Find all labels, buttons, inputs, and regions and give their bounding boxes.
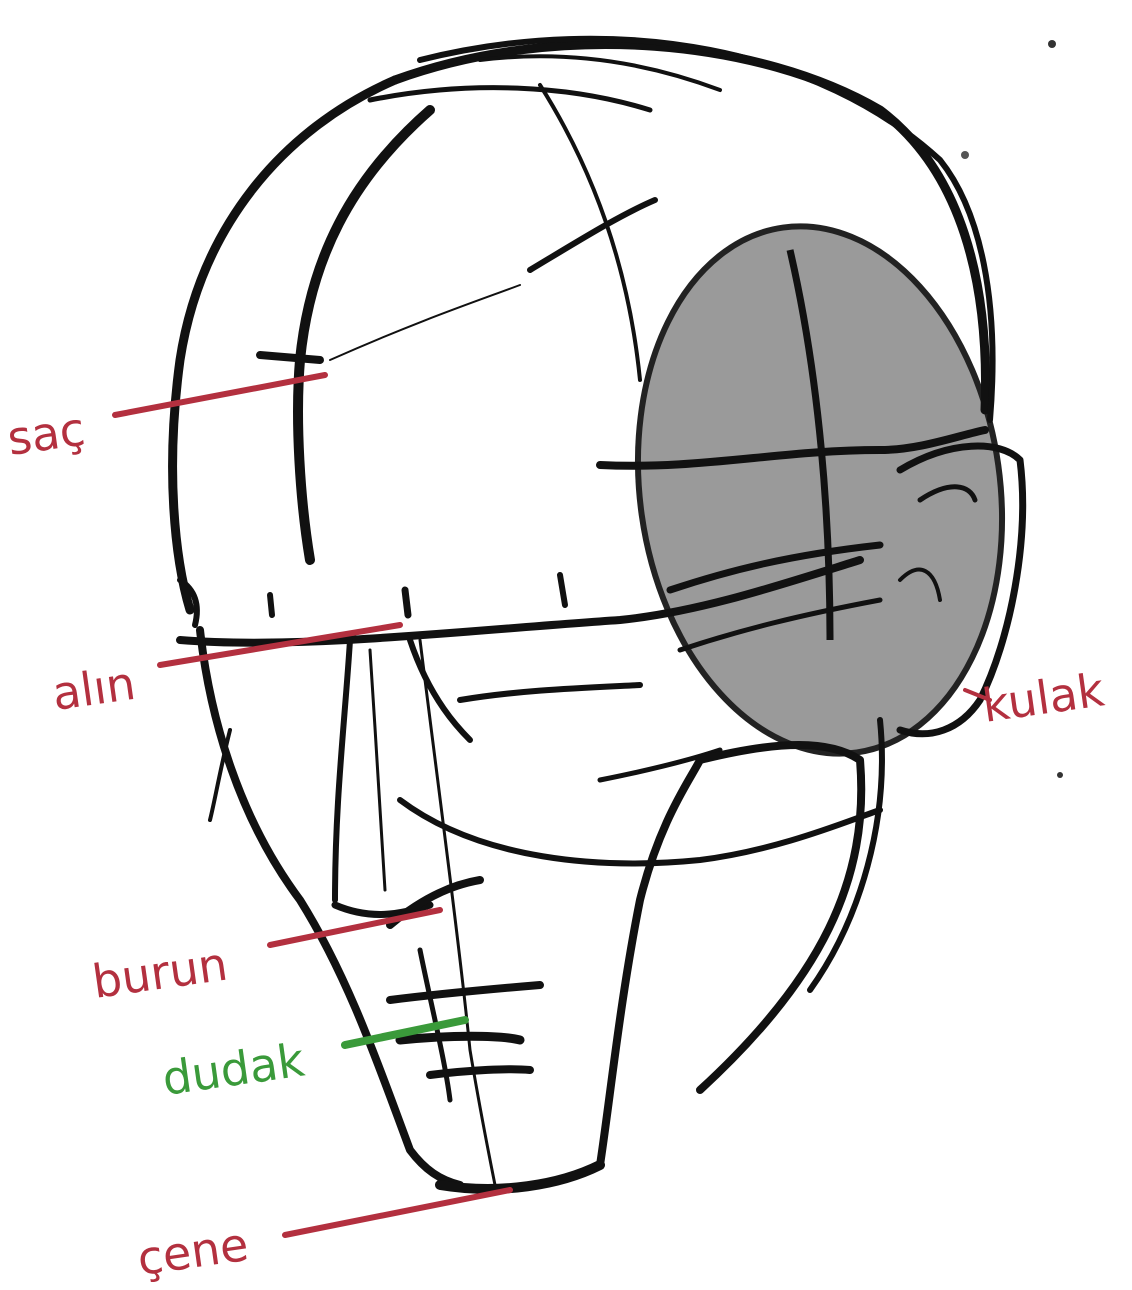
- stray-dot-3: [1057, 772, 1063, 778]
- eye-tick-2: [405, 590, 408, 615]
- nose-ridge: [370, 650, 385, 890]
- brow-stroke-dashed: [330, 285, 520, 360]
- label-kulak: kulak: [979, 662, 1108, 733]
- leader-cene: [285, 1190, 510, 1235]
- brow-stroke-left: [260, 355, 320, 360]
- leader-burun: [270, 910, 440, 945]
- jaw-angle-line: [700, 745, 861, 1090]
- cheekbone-line: [400, 800, 880, 863]
- stray-dot-2: [961, 151, 969, 159]
- eye-tick-1: [270, 595, 272, 615]
- mouth-line: [400, 1036, 520, 1040]
- brow-stroke-upper: [530, 200, 655, 270]
- crown-hatch-2: [480, 56, 720, 90]
- cranium-left-contour: [173, 80, 395, 610]
- stray-dot-1: [1048, 40, 1056, 48]
- jaw-right: [600, 760, 700, 1165]
- label-alin: alın: [49, 656, 139, 721]
- chin: [440, 1165, 600, 1189]
- nose-bridge-right: [410, 640, 470, 740]
- cheek-line: [460, 685, 640, 700]
- eye-tick-3: [560, 575, 565, 605]
- label-cene: çene: [134, 1217, 251, 1286]
- cheek-contour: [600, 750, 720, 780]
- label-sac: saç: [4, 402, 88, 466]
- label-dudak: dudak: [159, 1033, 308, 1106]
- label-burun: burun: [89, 937, 231, 1009]
- nose-bridge-left: [335, 640, 350, 900]
- forehead-plane-line: [298, 110, 430, 560]
- crown-hatch-1: [370, 88, 650, 110]
